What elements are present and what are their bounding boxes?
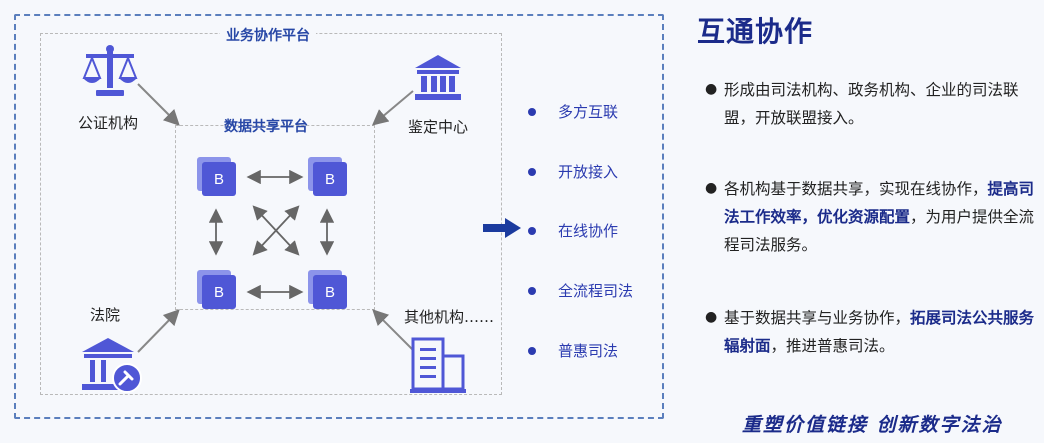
bullet-paragraph: ● 各机构基于数据共享，实现在线协作，提高司法工作效率，优化资源配置，为用户提供… xyxy=(705,180,1035,254)
blockchain-node: B xyxy=(308,157,347,196)
highlight-text: 拓展司法公共服务辐射面 xyxy=(724,309,1035,355)
data-platform-frame xyxy=(175,125,375,310)
feature-item: 在线协作 xyxy=(528,220,618,241)
blockchain-node: B xyxy=(308,270,347,309)
office-building-icon xyxy=(410,337,466,393)
page-title: 互通协作 xyxy=(697,15,814,48)
org-label-others: 其他机构…… xyxy=(404,308,495,326)
feature-item: 多方互联 xyxy=(528,101,618,122)
blockchain-node: B xyxy=(197,157,236,196)
arrow-right-icon xyxy=(483,218,521,238)
highlight-text: 提高司法工作效率，优化资源配置 xyxy=(724,180,1035,226)
feature-item: 全流程司法 xyxy=(528,280,633,301)
org-label-appraisal: 鉴定中心 xyxy=(408,118,469,136)
business-platform-title: 业务协作平台 xyxy=(220,25,316,45)
org-label-court: 法院 xyxy=(90,306,121,324)
feature-item: 开放接入 xyxy=(528,161,618,182)
bullet-dot xyxy=(528,107,536,116)
bullet-dot xyxy=(528,286,536,295)
bullet-paragraph: ● 基于数据共享与业务协作，拓展司法公共服务辐射面，推进普惠司法。 xyxy=(705,309,1035,355)
feature-item: 普惠司法 xyxy=(528,340,618,361)
court-icon xyxy=(82,338,142,393)
blockchain-node: B xyxy=(197,270,236,309)
org-label-notary: 公证机构 xyxy=(78,114,139,132)
data-platform-title: 数据共享平台 xyxy=(224,119,308,135)
scales-icon xyxy=(82,45,138,96)
outer-frame xyxy=(14,14,664,419)
bullet-dot xyxy=(528,226,536,235)
bullet-paragraph: ● 形成由司法机构、政务机构、企业的司法联盟，开放联盟接入。 xyxy=(705,81,1019,127)
institution-building-icon xyxy=(415,55,461,100)
bullet-dot xyxy=(528,167,536,176)
slogan: 重塑价值链接 创新数字法治 xyxy=(742,414,1003,436)
bullet-dot xyxy=(528,346,536,355)
